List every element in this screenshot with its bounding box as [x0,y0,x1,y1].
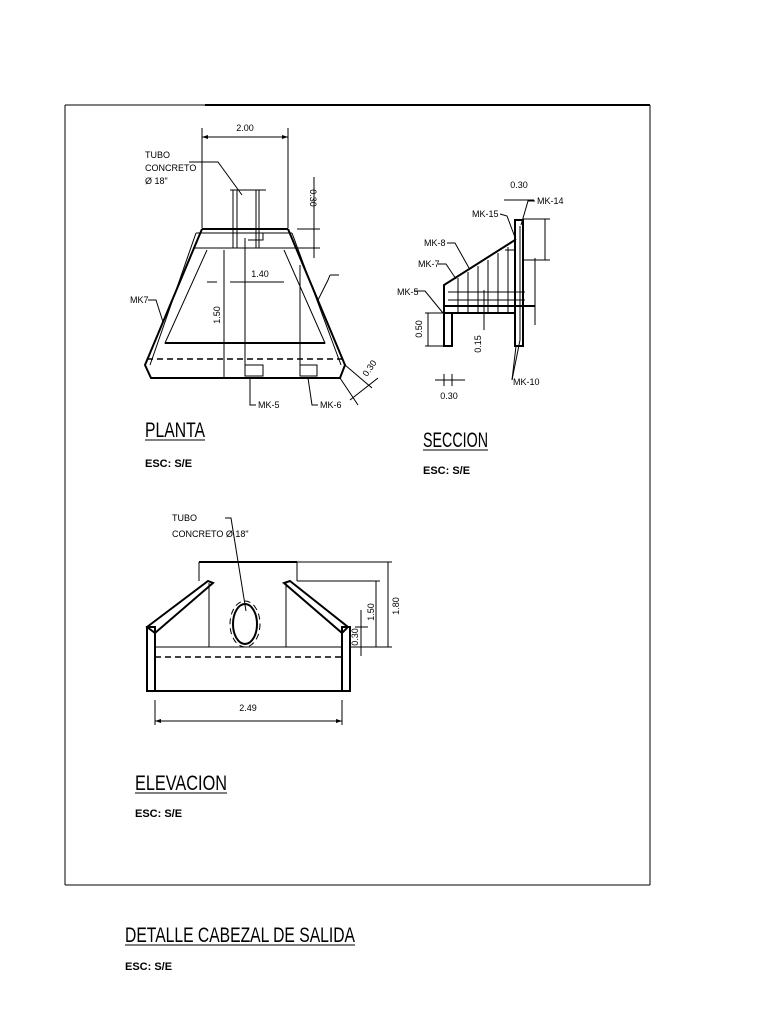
planta-mk5-label: MK-5 [258,400,280,410]
seccion-scale: ESC: S/E [423,465,470,477]
planta-dim-top: 0.30 [308,189,318,207]
planta-mk6-label: MK-6 [320,400,342,410]
seccion-dim-bottom: 0.30 [440,391,458,401]
drawing-frame [64,104,651,886]
seccion-dim-slab: 0.15 [473,335,483,353]
seccion-mk7-label: MK-7 [418,259,440,269]
planta-dim-wing: 0.30 [360,358,378,378]
pipe-circle [232,603,258,645]
elevacion-title: ELEVACION [135,772,227,795]
seccion-mk5-label: MK-5 [397,287,419,297]
planta-pipe-label-3: Ø 18" [145,176,168,186]
seccion-dim-top: 0.30 [510,180,528,190]
planta-view: 2.00 1.40 1.50 0.30 0.30 [130,123,379,470]
mk5-bar [244,364,264,377]
seccion-mk8-label: MK-8 [424,238,446,248]
elevacion-view: 2.49 1.80 1.50 0.30 TUBO CONCRETO Ø 18" … [135,513,401,820]
elevacion-dim-h3: 0.30 [350,628,360,646]
planta-pipe-label-1: TUBO [145,150,170,160]
seccion-mk14-label: MK-14 [537,196,564,206]
planta-pipe-label-2: CONCRETO [145,163,196,173]
planta-title: PLANTA [145,419,205,442]
seccion-mk10-label: MK-10 [513,377,540,387]
seccion-rebar [457,247,509,312]
elevacion-scale: ESC: S/E [135,808,182,820]
seccion-mk15-label: MK-15 [472,209,499,219]
planta-scale: ESC: S/E [145,458,192,470]
elevacion-dim-h1: 1.80 [391,597,401,615]
elevacion-pipe-label-1: TUBO [172,513,197,523]
planta-mk7-label: MK7 [130,295,149,305]
seccion-view: 0.30 0.50 0.15 0.30 MK-14 MK-15 MK-8 MK-… [397,180,564,477]
elevacion-dim-h2: 1.50 [366,603,376,621]
planta-dim-width: 2.00 [236,123,254,133]
sheet-title-block: DETALLE CABEZAL DE SALIDA ESC: S/E [125,924,355,973]
elevacion-dim-length: 2.49 [239,703,257,713]
planta-dim-depth: 1.50 [212,306,222,324]
planta-dim-inner: 1.40 [251,269,269,279]
sheet-scale: ESC: S/E [125,961,172,973]
sheet-title: DETALLE CABEZAL DE SALIDA [125,924,355,947]
mk6-bar [299,364,318,377]
seccion-title: SECCION [423,429,488,452]
seccion-dim-wall: 0.50 [414,320,424,338]
elevacion-pipe-label-2: CONCRETO Ø 18" [172,529,249,539]
